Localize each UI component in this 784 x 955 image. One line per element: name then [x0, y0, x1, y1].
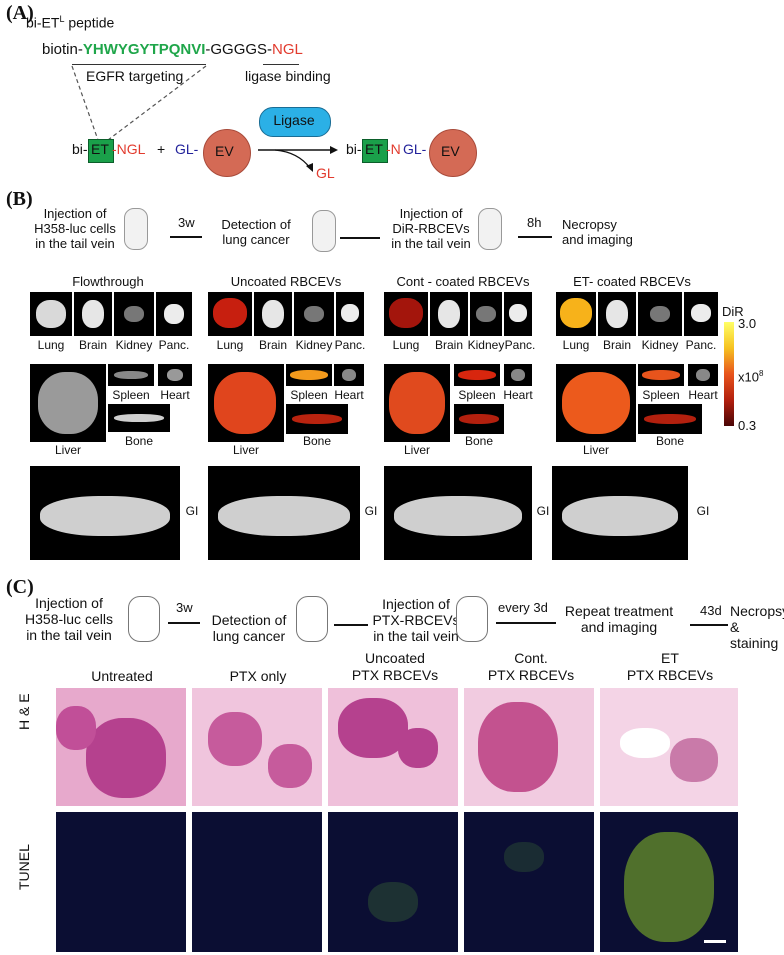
colorbar-min: 0.3	[738, 418, 757, 433]
b-step-3: Injection of DiR-RBCEVs in the tail vein	[391, 206, 471, 251]
group-cont-coated: Cont - coated RBCEVs	[396, 274, 530, 289]
mouse-icon-1	[124, 208, 148, 250]
b-arrow2-label: 8h	[527, 215, 542, 230]
side-product-arrowhead	[306, 163, 313, 172]
col-untreated: Untreated	[91, 668, 153, 684]
egfr-underline	[72, 64, 206, 65]
panel-a-graphics	[71, 65, 338, 172]
mouse-icon-c2	[296, 596, 328, 642]
product-et-box	[362, 139, 388, 163]
ev-circle	[203, 129, 251, 177]
c-arrow-1	[168, 622, 200, 624]
reaction-arrowhead	[330, 146, 338, 154]
ngl-label: -NGL	[112, 141, 146, 157]
product-gl-label: GL-	[403, 141, 427, 157]
c-arrow-2	[334, 624, 368, 626]
col-et: ET PTX RBCEVs	[626, 650, 714, 683]
c-arrow3-label: 43d	[700, 603, 722, 618]
col-uncoated: Uncoated PTX RBCEVs	[351, 650, 439, 683]
gl-byproduct-label: GL	[316, 165, 335, 181]
c-step-3: Injection of PTX-RBCEVs in the tail vein	[372, 596, 460, 644]
b-arrow-3	[518, 236, 552, 238]
c-arrow-3	[496, 622, 556, 624]
b-arrow-2	[340, 237, 380, 239]
mouse-icon-c1	[128, 596, 160, 642]
colorbar-title: DiR	[722, 304, 744, 319]
panel-b-label: (B)	[6, 188, 33, 210]
et-box	[88, 139, 114, 163]
plus-sign: +	[157, 141, 166, 157]
product-n-label: -N	[386, 141, 401, 157]
group-uncoated: Uncoated RBCEVs	[230, 274, 342, 289]
et-label: ET	[91, 141, 109, 157]
side-product-arrow	[274, 149, 311, 169]
c-step-1: Injection of H358-luc cells in the tail …	[25, 595, 113, 643]
b-step-2: Detection of lung cancer	[221, 217, 291, 247]
mouse-icon-c3	[456, 596, 488, 642]
ligase-label: Ligase	[273, 112, 315, 128]
b-arrow1-label: 3w	[178, 215, 195, 230]
gl-label: GL-	[175, 141, 199, 157]
col-cont: Cont. PTX RBCEVs	[487, 650, 575, 683]
c-arrow-4	[690, 624, 728, 626]
dashed-line-left	[71, 65, 99, 141]
c-arrow2-label: every 3d	[498, 600, 548, 615]
c-step-5: Necropsy & staining	[730, 603, 784, 651]
colorbar-max: 3.0	[738, 316, 757, 331]
c-step-4: Repeat treatment and imaging	[564, 603, 674, 635]
group-et-coated: ET- coated RBCEVs	[573, 274, 691, 289]
ligase-binding-label: ligase binding	[245, 68, 331, 84]
group-flowthrough: Flowthrough	[72, 274, 144, 289]
bi-label: bi-	[72, 141, 88, 157]
panel-a-label: (A)	[6, 2, 34, 24]
b-step-1: Injection of H358-luc cells in the tail …	[34, 206, 116, 251]
egfr-targeting-label: EGFR targeting	[86, 68, 184, 84]
ligase-pill	[259, 107, 331, 137]
peptide-sequence: biotin-YHWYGYTPQNVI-GGGGS-NGL	[42, 41, 303, 58]
ev-label: EV	[215, 143, 234, 159]
peptide-title: bi-ETL peptide	[26, 14, 115, 31]
product-et-label: ET	[365, 141, 383, 157]
product-ev-label: EV	[441, 143, 460, 159]
mouse-icon-3	[478, 208, 502, 250]
mouse-icon-2	[312, 210, 336, 252]
product-bi-label: bi-	[346, 141, 362, 157]
colorbar-multiplier: x108	[738, 369, 764, 385]
row-he-label: H & E	[16, 693, 32, 730]
c-step-2: Detection of lung cancer	[211, 612, 287, 644]
col-ptx-only: PTX only	[229, 668, 287, 684]
row-tunel-label: TUNEL	[16, 844, 32, 890]
c-arrow1-label: 3w	[176, 600, 193, 615]
dashed-line-right	[107, 65, 207, 141]
product-ev-circle	[429, 129, 477, 177]
b-arrow-1	[170, 236, 202, 238]
b-step-4: Necropsy and imaging	[562, 217, 633, 247]
ngl-underline	[263, 64, 299, 65]
colorbar	[724, 322, 734, 426]
panel-c-label: (C)	[6, 576, 34, 598]
